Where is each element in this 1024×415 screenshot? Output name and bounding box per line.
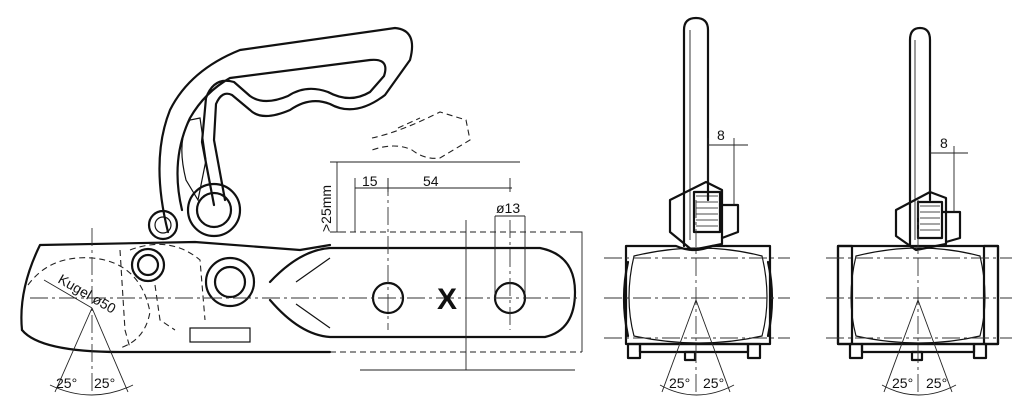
angle-right-label-3: 25° (926, 375, 947, 391)
hole-diameter-label: ø13 (496, 200, 520, 216)
angle-right-label-2: 25° (703, 375, 724, 391)
ball-diameter-label: Kugel ø50 (56, 271, 119, 317)
dim-15-label: 15 (362, 173, 378, 189)
center-mark: X (437, 283, 457, 316)
dim-8-label-1: 8 (717, 127, 725, 143)
angle-right-label-1: 25° (94, 375, 115, 391)
front-view-2 (826, 26, 1012, 396)
angle-left-label-1: 25° (56, 375, 77, 391)
front-view-1 (604, 16, 790, 396)
angle-left-label-3: 25° (892, 375, 913, 391)
min-height-label: >25mm (318, 185, 334, 232)
angle-left-label-2: 25° (669, 375, 690, 391)
side-view (20, 26, 583, 396)
dim-54-label: 54 (423, 173, 439, 189)
dim-8-label-2: 8 (940, 135, 948, 151)
